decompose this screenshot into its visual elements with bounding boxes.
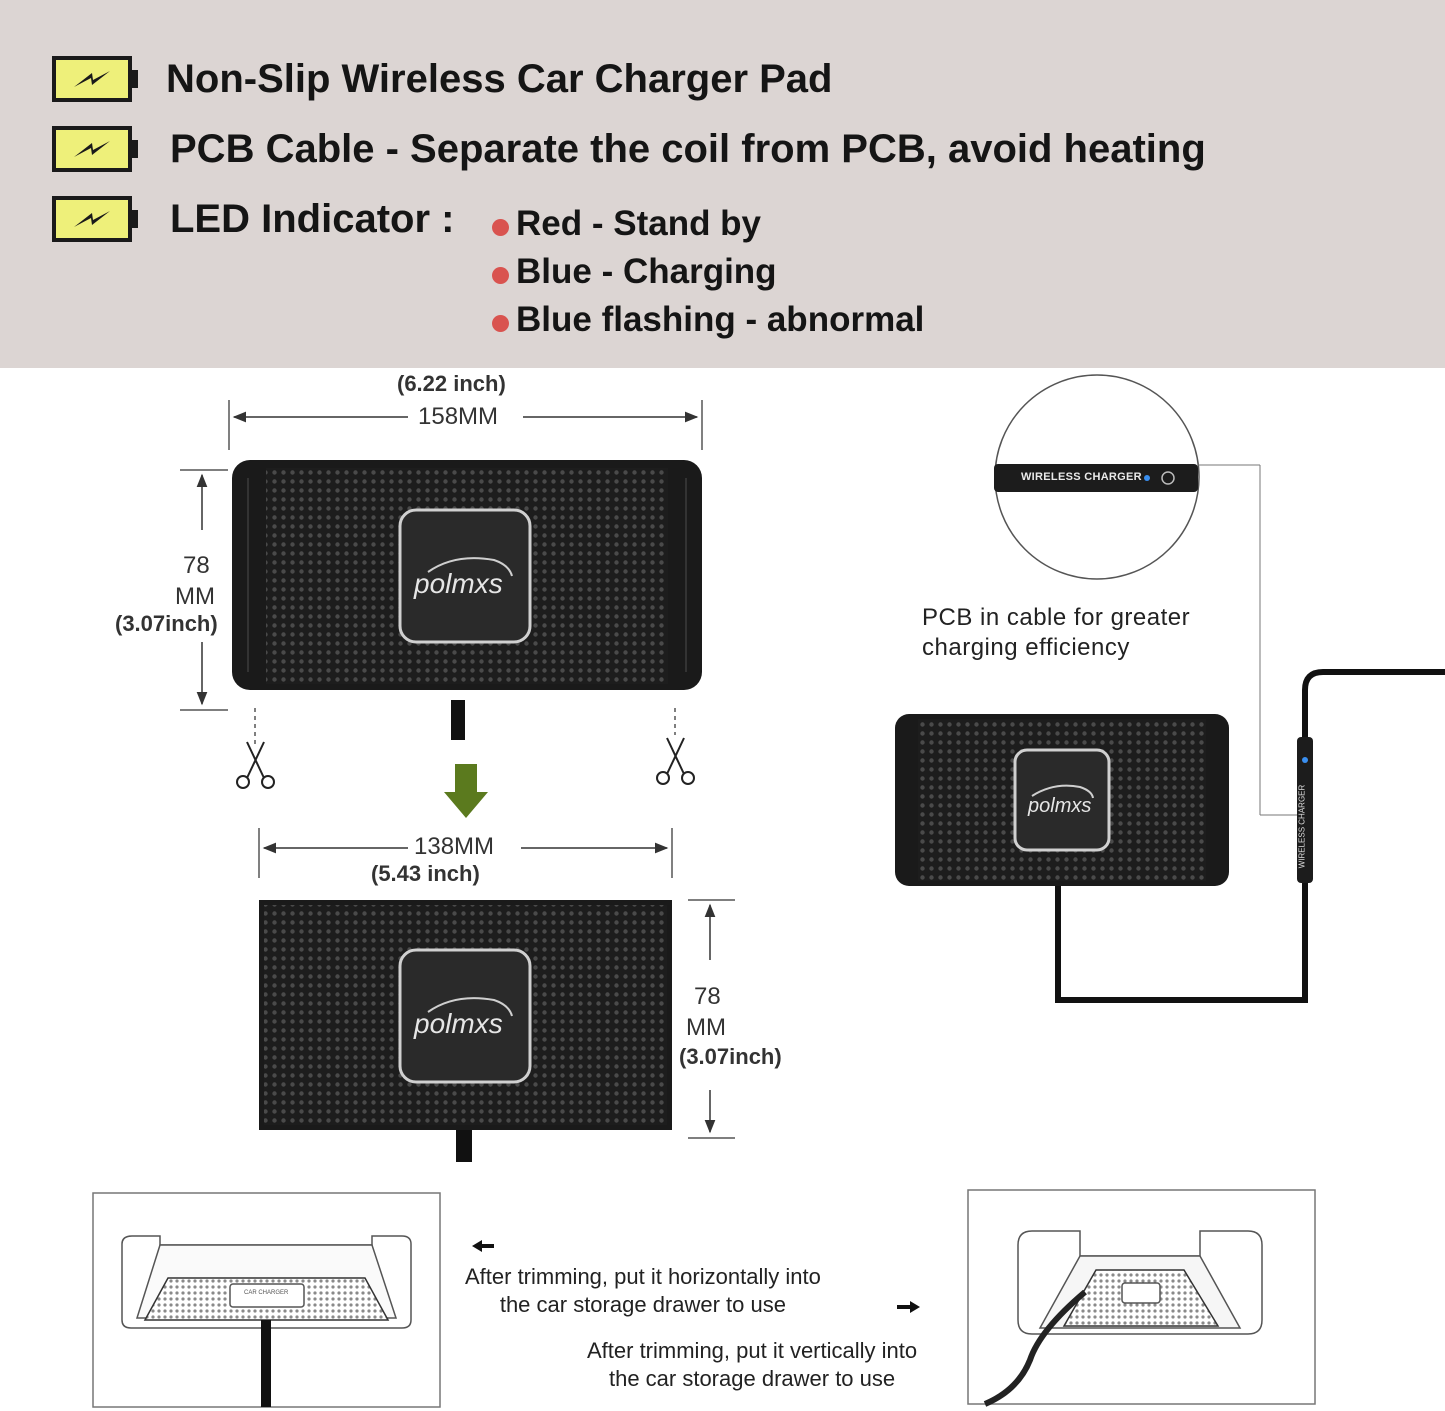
trimmed-height-unit: MM [686,1014,726,1041]
feature-text: Non-Slip Wireless Car Charger Pad [166,56,833,101]
vertical-drawer-illustration [967,1189,1316,1407]
led-text: Blue - Charging [516,252,777,291]
left-arrow-icon [472,1240,494,1252]
feature-row-1: Non-Slip Wireless Car Charger Pad [52,56,832,102]
drawer-pad-label: CAR CHARGER [244,1290,289,1296]
led-item-red: Red - Stand by [492,200,924,248]
vertical-drawer-caption: After trimming, put it vertically into t… [587,1337,917,1393]
trimmed-width-inch: (5.43 inch) [371,861,480,886]
led-text: Blue flashing - abnormal [516,300,925,339]
led-dot-icon [492,218,509,236]
trimmed-width-mm: 138MM [414,833,495,860]
battery-charging-icon [52,56,138,102]
caption-line: After trimming, put it horizontally into [465,1264,821,1289]
scissors-icon [656,737,695,785]
trimmed-pad-group [258,828,735,1162]
original-pad-group [180,400,703,745]
pcb-caption-line: PCB in cable for greater [922,604,1191,631]
trimmed-height-value: 78 [694,983,721,1010]
original-width-mm: 158MM [418,403,499,430]
horizontal-drawer-caption: After trimming, put it horizontally into… [465,1263,821,1319]
right-arrow-icon [897,1301,920,1313]
original-height-inch: (3.07inch) [115,611,218,636]
led-text: Red - Stand by [516,204,762,243]
feature-row-3: LED Indicator : [52,196,454,242]
brand-logo: polmxs [1028,795,1092,817]
horizontal-drawer-illustration [92,1192,441,1408]
original-width-inch: (6.22 inch) [397,371,506,396]
led-item-blue: Blue - Charging [492,248,924,296]
led-dot-icon [492,266,509,284]
feature-text: PCB Cable - Separate the coil from PCB, … [170,126,1206,171]
led-item-blue-flashing: Blue flashing - abnormal [492,296,924,344]
led-dot-icon [492,314,509,332]
trimmed-height-inch: (3.07inch) [679,1044,782,1069]
battery-charging-icon [52,126,138,172]
header-band [0,0,1445,368]
brand-logo: polmxs [414,1008,503,1039]
brand-logo: polmxs [414,568,503,599]
feature-row-2: PCB Cable - Separate the coil from PCB, … [52,126,1206,172]
feature-text: LED Indicator : [170,196,455,241]
down-arrow-icon [444,764,488,818]
led-indicator-list: Red - Stand by Blue - Charging Blue flas… [492,200,924,344]
pcb-caption-line: charging efficiency [922,634,1130,661]
pcb-caption: PCB in cable for greater charging effici… [922,603,1190,663]
pcb-magnifier-group [994,374,1300,816]
battery-charging-icon [52,196,138,242]
pcb-side-label: WIRELESS CHARGER [1297,784,1307,869]
caption-line: the car storage drawer to use [608,1366,896,1391]
pcb-pad-group [895,669,1445,1003]
original-height-unit: MM [175,583,215,610]
scissors-icon [236,741,275,789]
pcb-label: WIRELESS CHARGER [1021,471,1142,483]
caption-line: the car storage drawer to use [499,1292,786,1317]
original-height-value: 78 [183,552,210,579]
caption-line: After trimming, put it vertically into [587,1338,918,1363]
